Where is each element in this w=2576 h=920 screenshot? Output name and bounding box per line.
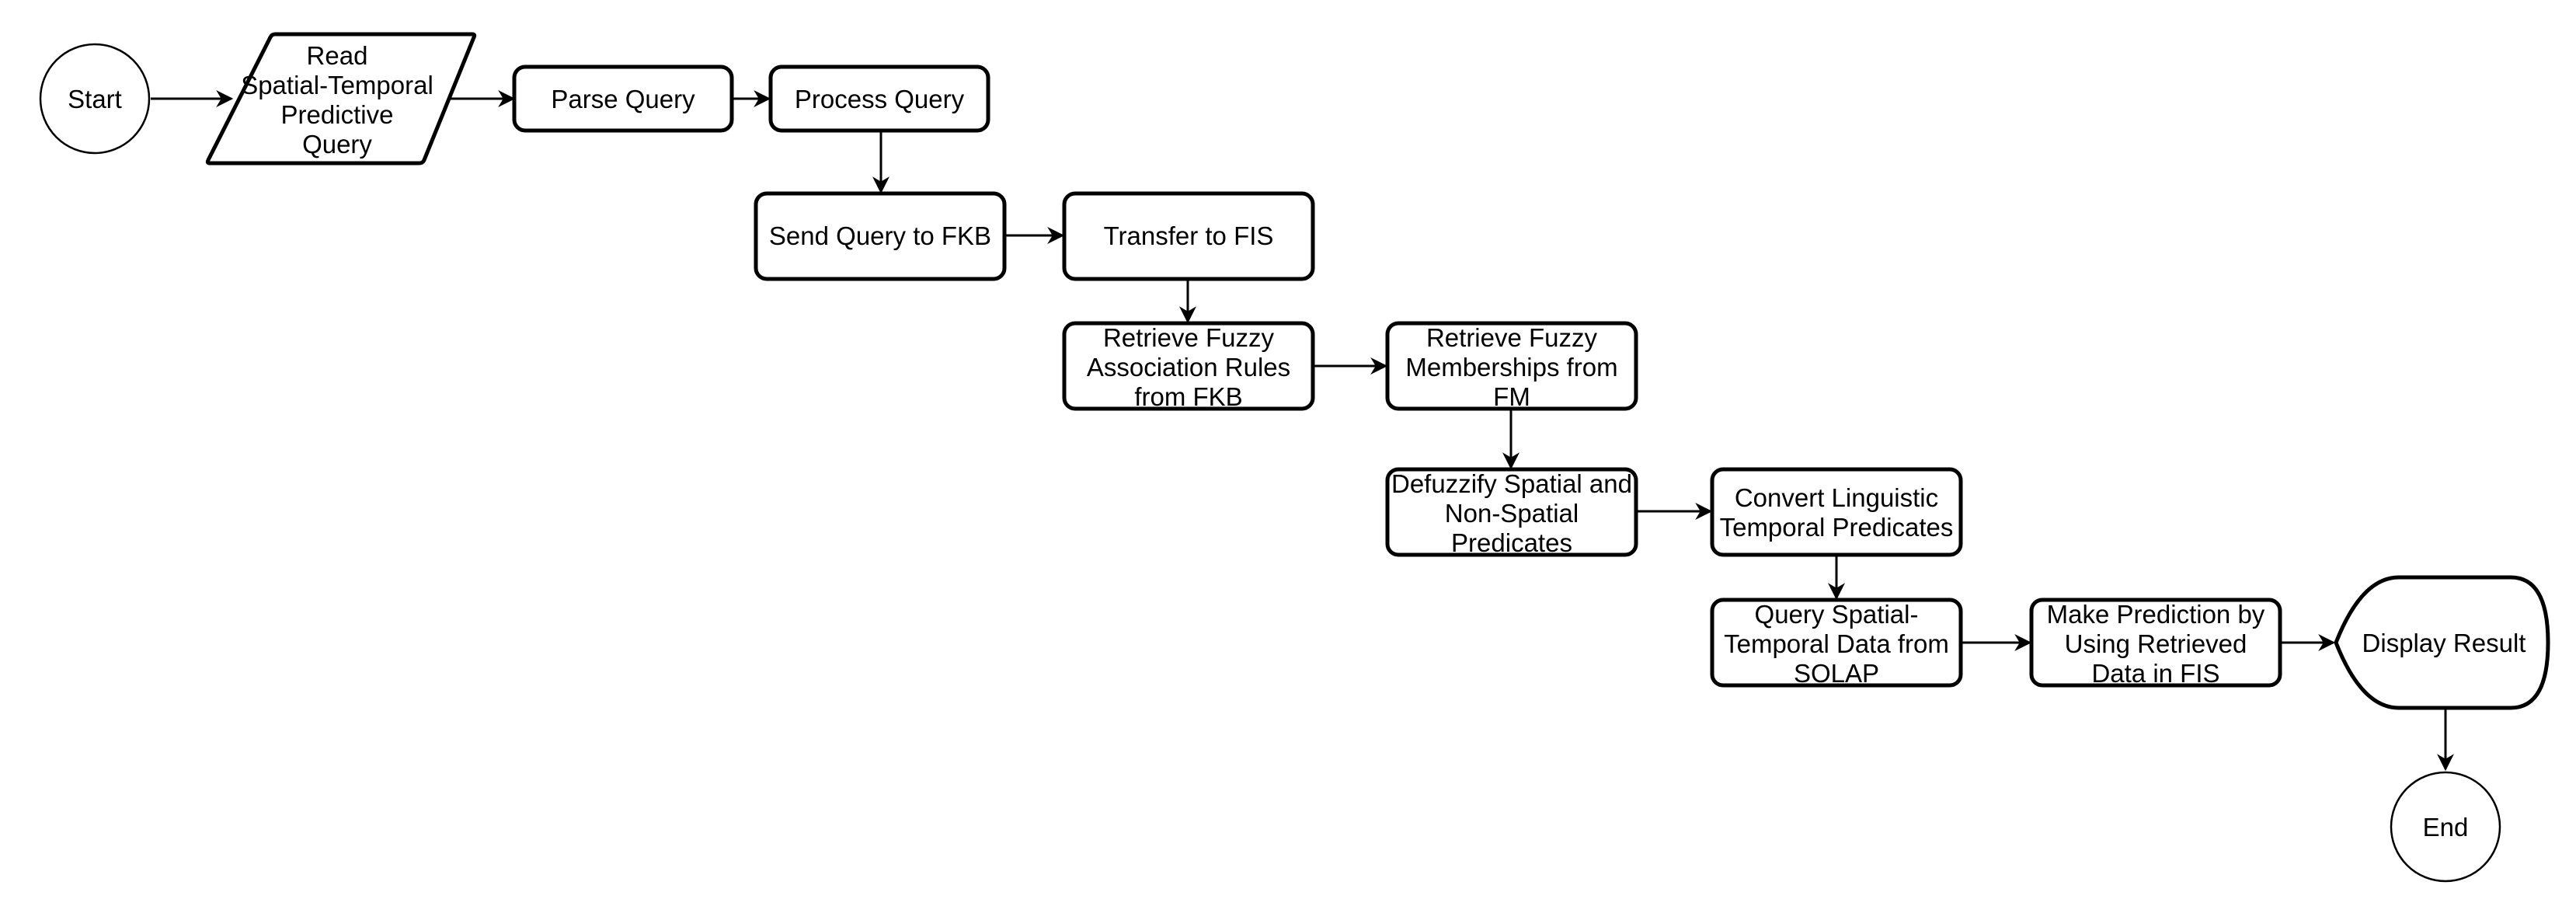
convert-linguistic-box xyxy=(1710,467,1963,557)
parse-query-label: Parse Query xyxy=(551,85,695,113)
label-line: Convert Linguistic xyxy=(1735,483,1938,512)
end-label: End xyxy=(2423,813,2469,842)
label-line: from FKB xyxy=(1134,382,1242,411)
node-start: Start xyxy=(39,43,151,155)
node-parse-query: Parse Query xyxy=(512,64,734,133)
label-line: Data in FIS xyxy=(2091,659,2219,688)
label-line: Predicates xyxy=(1451,528,1572,557)
label-line: Start xyxy=(68,85,122,113)
parse-query-box xyxy=(512,64,734,133)
retrieve-memberships-box xyxy=(1385,321,1638,411)
label-line: Predictive xyxy=(281,100,394,129)
display-result-shape xyxy=(2334,575,2550,710)
label-line: Memberships from xyxy=(1405,353,1617,382)
label-line: Temporal Predicates xyxy=(1720,513,1954,542)
label-line: Make Prediction by xyxy=(2047,600,2265,629)
label-line: Temporal Data from xyxy=(1724,629,1949,658)
label-line: FM xyxy=(1493,382,1530,411)
label-line: End xyxy=(2423,813,2469,842)
label-line: Process Query xyxy=(795,85,965,113)
label-line: Non-Spatial xyxy=(1445,499,1579,528)
label-line: Query xyxy=(302,130,372,159)
label-line: Display Result xyxy=(2362,629,2526,657)
node-display-result: Display Result xyxy=(2334,575,2550,710)
label-line: Retrieve Fuzzy xyxy=(1426,323,1598,352)
node-process-query: Process Query xyxy=(768,64,990,133)
send-query-label: Send Query to FKB xyxy=(769,221,991,250)
label-line: Parse Query xyxy=(551,85,695,113)
retrieve-rules-box xyxy=(1062,321,1315,411)
read-query-input-shape xyxy=(205,32,477,166)
end-terminator xyxy=(2390,771,2501,883)
label-line: Spatial-Temporal xyxy=(241,71,433,99)
query-solap-box xyxy=(1710,598,1963,688)
start-label: Start xyxy=(68,85,122,113)
label-line: Query Spatial- xyxy=(1755,600,1919,629)
process-query-label: Process Query xyxy=(795,85,965,113)
label-line: Association Rules xyxy=(1087,353,1290,382)
node-end: End xyxy=(2390,771,2501,883)
label-line: Send Query to FKB xyxy=(769,221,991,250)
transfer-fis-label: Transfer to FIS xyxy=(1104,221,1274,250)
label-line: Read xyxy=(307,41,368,70)
send-query-box xyxy=(754,191,1007,281)
node-transfer-fis: Transfer to FIS xyxy=(1062,191,1315,281)
start-terminator xyxy=(39,43,151,155)
process-query-box xyxy=(768,64,990,133)
defuzzify-box xyxy=(1385,467,1638,557)
label-line: Defuzzify Spatial and xyxy=(1391,469,1632,498)
label-line: Using Retrieved xyxy=(2065,629,2247,658)
node-send-query: Send Query to FKB xyxy=(754,191,1007,281)
edges xyxy=(151,90,2454,772)
label-line: Retrieve Fuzzy xyxy=(1103,323,1275,352)
display-result-label: Display Result xyxy=(2362,629,2526,657)
label-line: Transfer to FIS xyxy=(1104,221,1274,250)
transfer-fis-box xyxy=(1062,191,1315,281)
make-prediction-box xyxy=(2029,598,2282,688)
label-line: SOLAP xyxy=(1794,659,1879,688)
